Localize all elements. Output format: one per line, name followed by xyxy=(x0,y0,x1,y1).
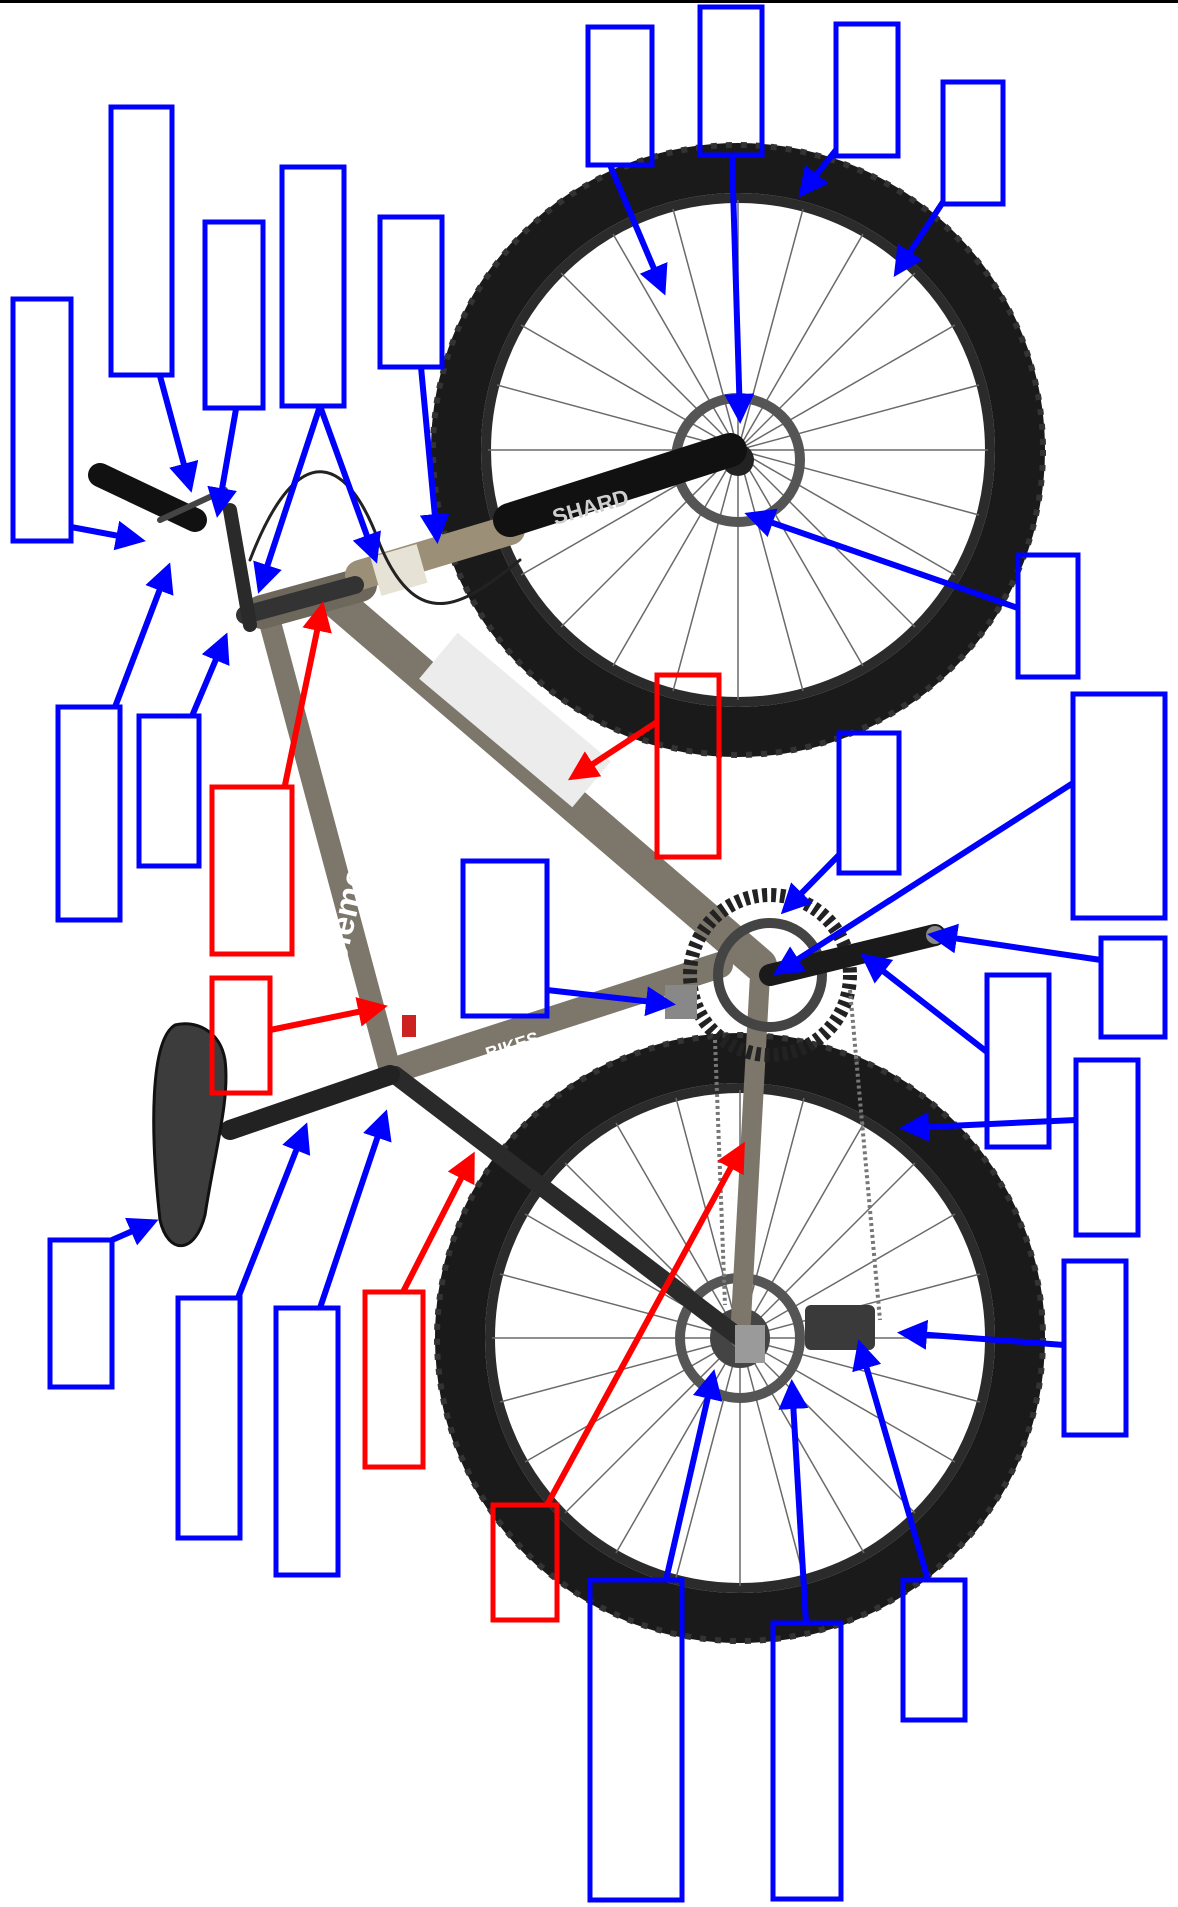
label-box[interactable] xyxy=(139,716,199,866)
red-label-boxes xyxy=(212,675,719,1620)
pointer-arrow xyxy=(933,935,1101,960)
pointer-arrow xyxy=(865,957,987,1052)
seatpost xyxy=(230,1075,390,1130)
label-box[interactable] xyxy=(943,82,1003,204)
chain-lower xyxy=(850,990,880,1320)
label-box[interactable] xyxy=(588,27,652,165)
label-box[interactable] xyxy=(839,733,899,873)
pointer-arrow xyxy=(192,638,225,716)
label-box[interactable] xyxy=(1064,1261,1126,1435)
pointer-arrow xyxy=(320,406,375,558)
label-box[interactable] xyxy=(1101,938,1165,1037)
label-box[interactable] xyxy=(903,1580,965,1720)
label-box-red[interactable] xyxy=(212,787,292,954)
pointer-arrow xyxy=(218,409,236,512)
label-box[interactable] xyxy=(50,1240,112,1387)
label-box[interactable] xyxy=(773,1623,841,1899)
label-box[interactable] xyxy=(205,222,263,408)
pointer-arrow xyxy=(115,568,168,707)
blue-arrows xyxy=(71,150,1101,1623)
label-box[interactable] xyxy=(58,707,120,920)
suspension-fork xyxy=(360,450,730,596)
saddle xyxy=(154,1024,226,1246)
label-box[interactable] xyxy=(463,861,547,1016)
pointer-arrow xyxy=(320,1115,385,1308)
pointer-arrow xyxy=(160,376,190,487)
frame-badge xyxy=(402,1015,416,1037)
label-box[interactable] xyxy=(1073,694,1165,918)
label-box[interactable] xyxy=(1018,555,1078,677)
rear-derailleur xyxy=(805,1305,875,1350)
label-box[interactable] xyxy=(276,1308,338,1575)
pointer-arrow xyxy=(112,1222,153,1240)
pointer-arrow xyxy=(71,527,140,540)
label-box[interactable] xyxy=(700,7,762,155)
rear-brake-caliper xyxy=(735,1325,765,1363)
pointer-arrow xyxy=(260,406,320,588)
label-box[interactable] xyxy=(111,107,172,375)
handlebar xyxy=(230,510,250,625)
label-box[interactable] xyxy=(13,299,71,541)
label-box[interactable] xyxy=(380,217,442,367)
label-box[interactable] xyxy=(282,167,344,406)
label-box[interactable] xyxy=(1076,1060,1138,1235)
pointer-arrow xyxy=(238,1128,305,1298)
label-box-red[interactable] xyxy=(365,1292,423,1467)
label-box[interactable] xyxy=(836,24,898,156)
label-box[interactable] xyxy=(178,1298,240,1538)
